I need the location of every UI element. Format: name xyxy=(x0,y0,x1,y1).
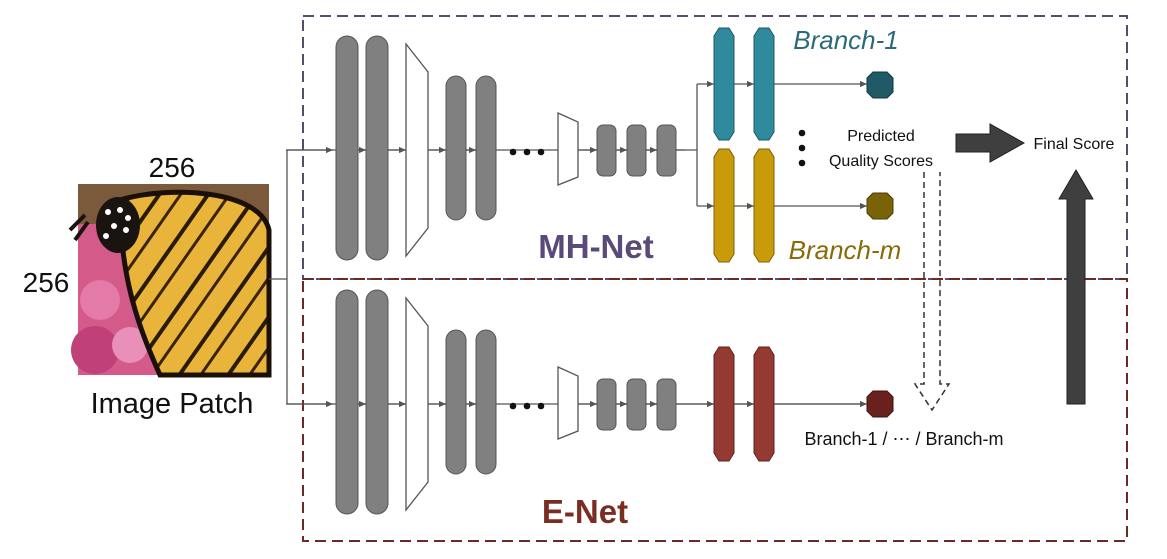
predicted-scores-line2: Quality Scores xyxy=(829,153,933,170)
e-net-title: E-Net xyxy=(542,493,628,530)
image-patch xyxy=(68,184,272,378)
e-fc-3 xyxy=(656,378,677,431)
e-conv-1 xyxy=(335,289,359,515)
input-split-lines xyxy=(269,146,333,408)
mh-pool-1 xyxy=(405,42,429,258)
e-pool-2 xyxy=(557,365,579,440)
branch-m-label: Branch-m xyxy=(789,235,902,265)
branch-1-label: Branch-1 xyxy=(793,25,899,55)
mh-backbone xyxy=(286,35,685,261)
predicted-scores-line1: Predicted xyxy=(847,128,915,145)
branch-m-fc-1 xyxy=(713,148,735,263)
arrow-to-final-score xyxy=(955,123,1026,163)
mh-conv-3 xyxy=(445,75,467,221)
dashed-down-arrow xyxy=(913,172,951,412)
final-score-label: Final Score xyxy=(1034,136,1115,153)
branch-m-output-node xyxy=(866,192,894,220)
e-conv-2 xyxy=(365,289,389,515)
mh-branches xyxy=(676,27,894,263)
branch-m-fc-2 xyxy=(753,148,775,263)
branch-1-fc-1 xyxy=(713,27,735,141)
mh-ellipsis xyxy=(509,148,545,156)
e-conv-3 xyxy=(445,329,467,475)
mh-conv-4 xyxy=(475,75,497,221)
e-fc-1 xyxy=(596,378,617,431)
branch-1-fc-2 xyxy=(753,27,775,141)
branch-vertical-ellipsis xyxy=(798,129,806,167)
patch-dim-top: 256 xyxy=(149,152,196,183)
patch-dim-left: 256 xyxy=(23,267,70,298)
up-arrow-from-enet xyxy=(1058,169,1094,405)
e-backbone xyxy=(286,289,894,515)
e-conv-4 xyxy=(475,329,497,475)
e-pool-1 xyxy=(405,296,429,512)
mh-fc-1 xyxy=(596,124,617,177)
e-output-node xyxy=(866,390,894,418)
patch-caption: Image Patch xyxy=(91,388,254,420)
mh-pool-2 xyxy=(557,111,579,186)
branch-1-output-node xyxy=(866,71,894,99)
mh-conv-2 xyxy=(365,35,389,261)
e-net-box xyxy=(302,278,1128,542)
e-fc-2 xyxy=(626,378,647,431)
mh-fc-3 xyxy=(656,124,677,177)
e-branch-fc-1 xyxy=(713,346,735,462)
mh-fc-2 xyxy=(626,124,647,177)
mh-conv-1 xyxy=(335,35,359,261)
mh-net-title: MH-Net xyxy=(538,228,653,265)
e-ellipsis xyxy=(509,402,545,410)
e-branch-fc-2 xyxy=(753,346,775,462)
e-branch-label: Branch-1 / ⋯ / Branch-m xyxy=(804,429,1003,449)
